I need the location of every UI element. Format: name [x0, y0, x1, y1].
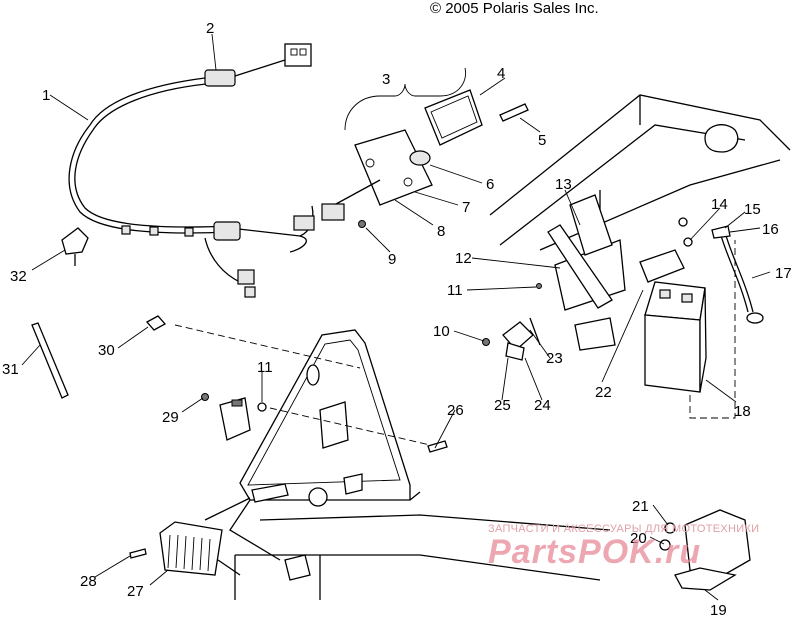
callout-3: 3	[382, 71, 390, 88]
callout-26: 26	[447, 402, 464, 419]
callout-25: 25	[494, 397, 511, 414]
lower-frame-rail	[234, 514, 611, 600]
callout-13: 13	[555, 176, 572, 193]
callout-2: 2	[206, 20, 214, 37]
battery	[639, 240, 736, 419]
mounting-panel	[174, 324, 448, 561]
callout-23: 23	[546, 350, 563, 367]
callout-29: 29	[162, 409, 179, 426]
callout-11b: 11	[257, 359, 273, 376]
callout-labels: 1 2 3 4 5 6 7 8 9 10 11 11 12 13 14 15 1…	[2, 20, 792, 617]
callout-7: 7	[462, 199, 470, 216]
callout-10: 10	[433, 323, 450, 340]
callout-1: 1	[42, 87, 50, 104]
callout-30: 30	[98, 342, 115, 359]
callout-31: 31	[2, 361, 19, 378]
callout-24: 24	[534, 397, 551, 414]
tail-light-assembly	[321, 67, 529, 228]
callout-6: 6	[486, 176, 494, 193]
callout-32: 32	[10, 268, 27, 285]
callout-8: 8	[437, 223, 445, 240]
callout-9: 9	[388, 251, 396, 268]
callout-21: 21	[632, 498, 649, 515]
solenoid	[482, 283, 542, 361]
callout-20: 20	[630, 530, 647, 547]
cable-tie	[31, 322, 69, 399]
frame-section	[489, 94, 791, 351]
watermark-tagline: ЗАПЧАСТИ И АКСЕССУАРЫ ДЛЯ МОТОТЕХНИКИ	[488, 523, 760, 535]
callout-4: 4	[497, 65, 505, 82]
small-clips	[61, 227, 167, 331]
ignition-switch	[659, 509, 751, 591]
callout-28: 28	[80, 573, 97, 590]
wiring-harness	[68, 43, 315, 298]
voltage-regulator	[129, 497, 251, 576]
callout-16: 16	[762, 221, 779, 238]
copyright-notice: © 2005 Polaris Sales Inc.	[430, 0, 599, 17]
callout-11a: 11	[447, 282, 463, 299]
battery-cable	[678, 217, 764, 324]
callout-15: 15	[744, 201, 761, 218]
callout-22: 22	[595, 384, 612, 401]
callout-14: 14	[711, 196, 728, 213]
callout-27: 27	[127, 583, 144, 600]
watermark-brand: PartsPOK.ru	[488, 533, 702, 571]
callout-12: 12	[455, 250, 472, 267]
callout-17: 17	[775, 265, 792, 282]
callout-5: 5	[538, 132, 546, 149]
callout-19: 19	[710, 602, 727, 617]
callout-18: 18	[734, 403, 751, 420]
leader-lines	[21, 33, 771, 601]
